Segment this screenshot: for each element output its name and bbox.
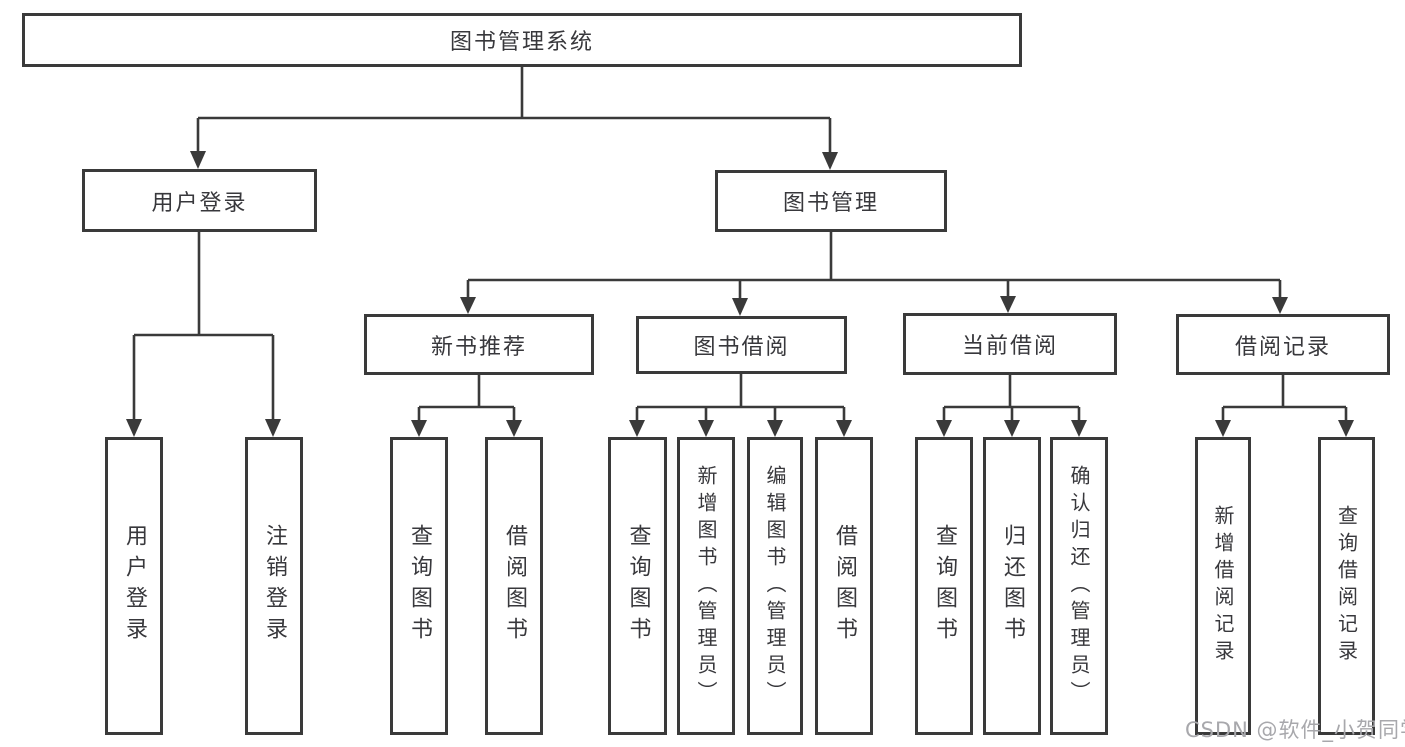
- leaf-borrow-books-recommend: 借阅图书: [485, 437, 543, 735]
- node-current-borrow: 当前借阅: [903, 313, 1117, 375]
- leaf-return-books: 归还图书: [983, 437, 1041, 735]
- node-user-login: 用户登录: [82, 169, 317, 232]
- leaf-query-books-recommend: 查询图书: [390, 437, 448, 735]
- leaf-query-borrow-record: 查询借阅记录: [1318, 437, 1375, 735]
- node-root: 图书管理系统: [22, 13, 1022, 67]
- node-book-management: 图书管理: [715, 170, 947, 232]
- node-new-book-recommend: 新书推荐: [364, 314, 594, 375]
- csdn-watermark: CSDN @软件_小贺同学: [1185, 718, 1405, 742]
- leaf-confirm-return-admin: 确认归还（管理员）: [1050, 437, 1108, 735]
- leaf-query-books-current: 查询图书: [915, 437, 973, 735]
- leaf-edit-books-admin: 编辑图书（管理员）: [747, 437, 803, 735]
- node-book-borrow: 图书借阅: [636, 316, 847, 374]
- leaf-add-books-admin: 新增图书（管理员）: [677, 437, 735, 735]
- leaf-query-books-borrow: 查询图书: [608, 437, 667, 735]
- leaf-logout: 注销登录: [245, 437, 303, 735]
- leaf-borrow-books: 借阅图书: [815, 437, 873, 735]
- node-borrow-records: 借阅记录: [1176, 314, 1390, 375]
- leaf-user-login: 用户登录: [105, 437, 163, 735]
- leaf-add-borrow-record: 新增借阅记录: [1195, 437, 1251, 735]
